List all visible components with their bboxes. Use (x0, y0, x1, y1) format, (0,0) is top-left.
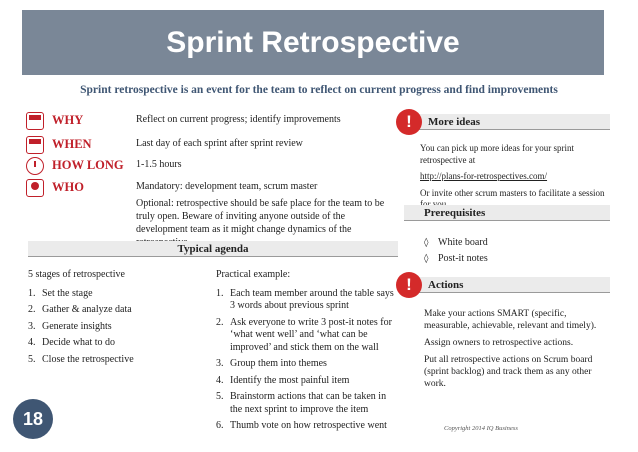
list-item: 6.Thumb vote on how retrospective went (216, 420, 387, 431)
agenda-stages-list: 1.Set the stage 2.Gather & analyze data … (28, 288, 208, 367)
calendar-icon (26, 136, 44, 154)
info-label-when: WHEN (52, 137, 92, 151)
info-value-how-long: 1-1.5 hours (136, 159, 182, 170)
page-number: 18 (13, 399, 53, 439)
copyright: Copyright 2014 IQ Business (444, 425, 518, 432)
more-ideas-invite: Or invite other scrum masters to facilit… (420, 187, 605, 210)
subtitle: Sprint retrospective is an event for the… (80, 84, 558, 96)
actions-text: Make your actions SMART (specific, measu… (424, 308, 612, 395)
page-title: Sprint Retrospective (166, 26, 460, 59)
agenda-stages: 5 stages of retrospective 1.Set the stag… (28, 269, 208, 370)
agenda-example: Practical example: 1.Each team member ar… (216, 269, 396, 437)
info-value-why: Reflect on current progress; identify im… (136, 114, 341, 125)
list-item: 4.Decide what to do (28, 337, 116, 348)
actions-paragraph: Assign owners to retrospective actions. (424, 338, 574, 348)
alert-icon: ! (396, 272, 422, 298)
info-label-who: WHO (52, 180, 84, 194)
info-value-who: Mandatory: development team, scrum maste… (136, 181, 318, 192)
list-item: 3.Group them into themes (216, 358, 327, 369)
list-item: ◊White board (424, 237, 488, 248)
list-item: 4.Identify the most painful item (216, 374, 350, 386)
agenda-example-list: 1.Each team member around the table says… (216, 288, 396, 433)
note-icon (26, 112, 44, 130)
list-item: 5.Close the retrospective (28, 353, 134, 365)
diamond-bullet-icon: ◊ (424, 254, 429, 264)
title-bar: Sprint Retrospective (22, 10, 604, 75)
more-ideas-intro: You can pick up more ideas for your spri… (420, 143, 575, 165)
info-value-when: Last day of each sprint after sprint rev… (136, 138, 303, 149)
list-item: 2.Ask everyone to write 3 post-it notes … (216, 316, 392, 353)
list-item: 5.Brainstorm actions that can be taken i… (216, 391, 387, 415)
agenda-heading: Typical agenda (28, 241, 398, 257)
prerequisites-heading: Prerequisites (404, 205, 610, 221)
diamond-bullet-icon: ◊ (424, 238, 429, 248)
info-label-why: WHY (52, 113, 84, 127)
actions-paragraph: Make your actions SMART (specific, measu… (424, 309, 597, 331)
info-label-how-long: HOW LONG (52, 158, 124, 172)
list-item: 2.Gather & analyze data (28, 304, 132, 315)
list-item: ◊Post-it notes (424, 253, 488, 264)
prerequisites-list: ◊White board ◊Post-it notes (424, 236, 488, 268)
list-item: 1.Each team member around the table says… (216, 287, 394, 312)
agenda-stages-intro: 5 stages of retrospective (28, 269, 125, 280)
more-ideas-text: You can pick up more ideas for your spri… (420, 143, 610, 216)
actions-heading: Actions (404, 277, 610, 293)
list-item: 1.Set the stage (28, 287, 93, 299)
agenda-example-intro: Practical example: (216, 269, 291, 280)
retrospectives-link[interactable]: http://plans-for-retrospectives.com/ (420, 171, 548, 181)
actions-paragraph: Put all retrospective actions on Scrum b… (424, 355, 593, 389)
clock-icon (26, 157, 44, 175)
list-item: 3.Generate insights (28, 320, 112, 332)
more-ideas-heading: More ideas (404, 114, 610, 130)
alert-icon: ! (396, 109, 422, 135)
person-icon (26, 179, 44, 197)
